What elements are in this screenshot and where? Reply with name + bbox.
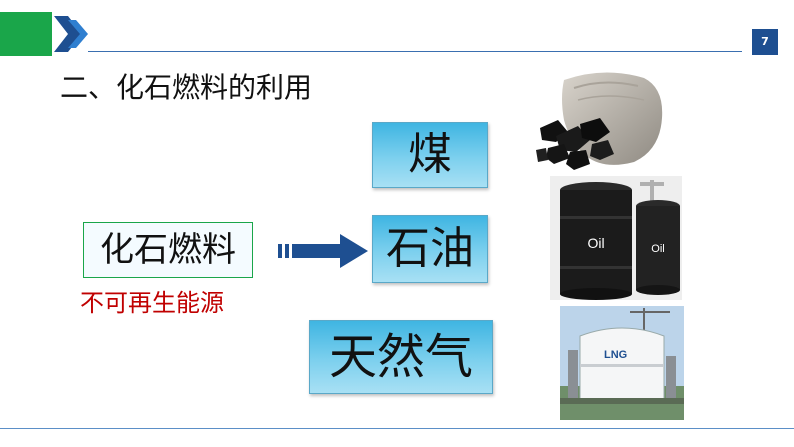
- non-renewable-label: 不可再生能源: [80, 289, 224, 317]
- oil-barrel-label: Oil: [587, 235, 604, 251]
- slide-heading: 二、化石燃料的利用: [60, 71, 313, 104]
- oil-box: 石油: [372, 215, 488, 283]
- double-chevron-icon: [54, 16, 88, 52]
- coal-sack-image: [536, 72, 663, 170]
- lng-tank-label: LNG: [604, 349, 627, 361]
- natural-gas-box: 天然气: [309, 320, 493, 394]
- header-accent-bar: [0, 12, 52, 56]
- lng-tank-image: LNG: [560, 306, 684, 420]
- coal-box: 煤: [372, 122, 488, 188]
- footer-divider: [0, 428, 794, 429]
- fossil-fuel-box: 化石燃料: [83, 222, 253, 278]
- arrow-right-icon: [278, 234, 368, 268]
- header-divider: [88, 51, 742, 52]
- oil-barrels-image: Oil Oil: [550, 176, 682, 300]
- oil-barrel-label: Oil: [651, 243, 664, 255]
- page-number-badge: 7: [752, 29, 778, 55]
